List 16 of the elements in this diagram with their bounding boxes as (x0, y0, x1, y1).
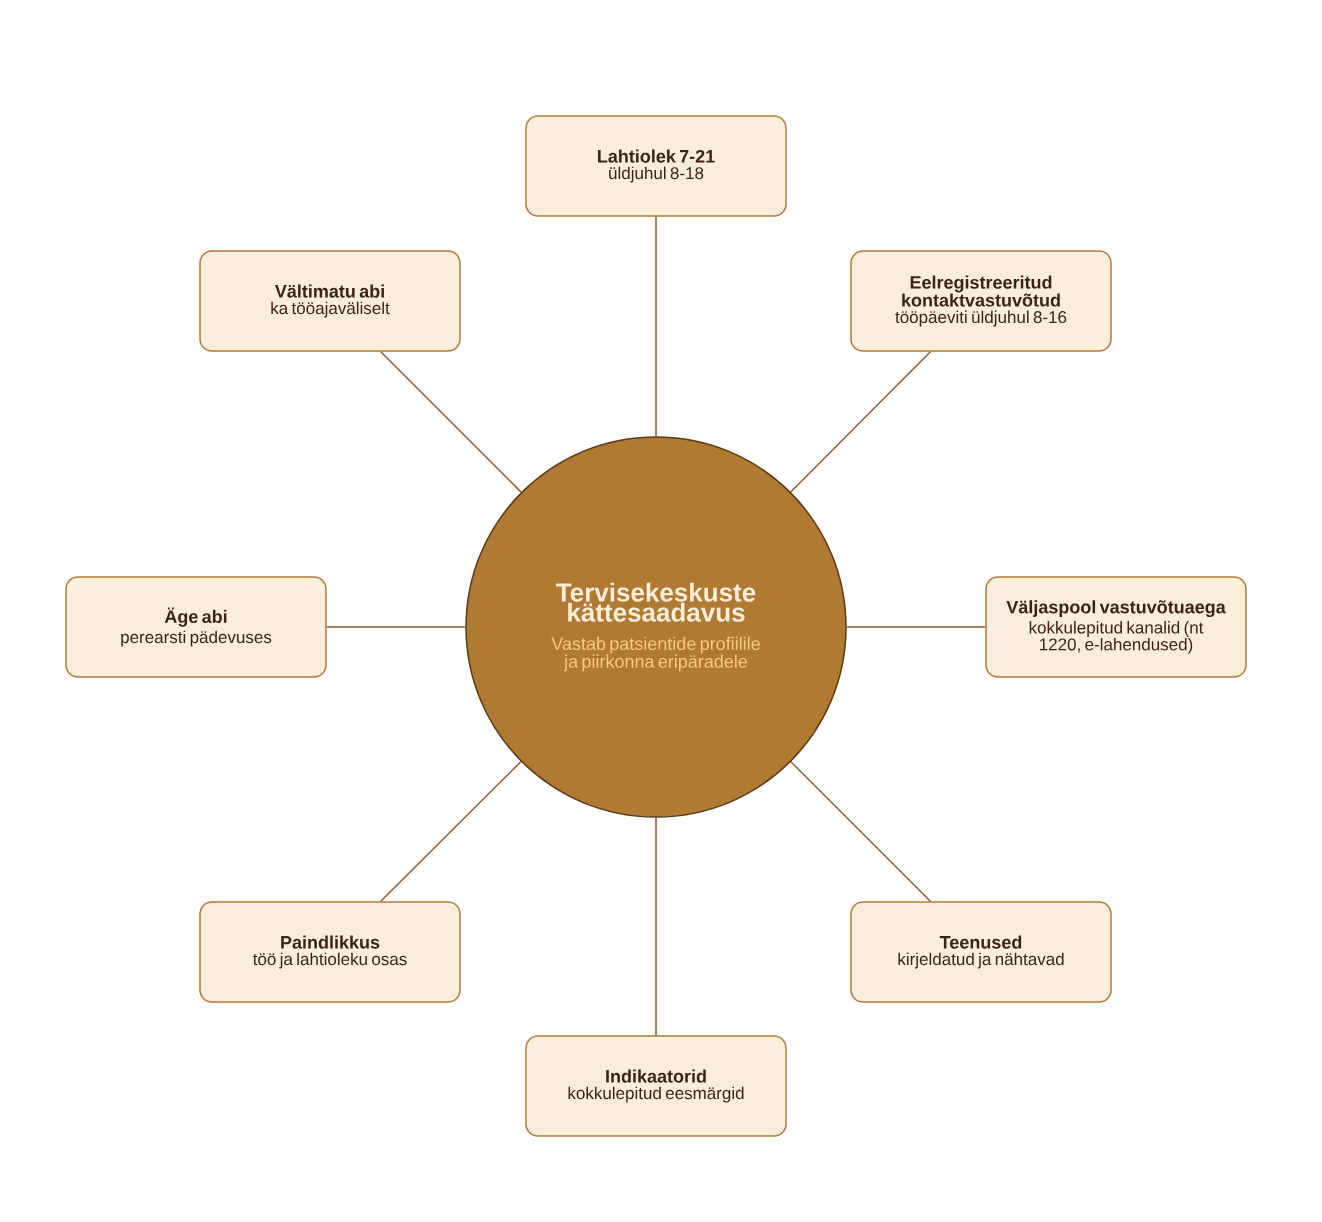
rounded-box: Paindlikkus töö ja lahtioleku osas (199, 901, 461, 1003)
connector-line (655, 216, 657, 437)
rounded-box: Vältimatu abi ka tööajaväliselt (199, 250, 461, 352)
rounded-box: Eelregistreeritud kontaktvastuvõtud tööpäeviti üldjuhul 8-16 (850, 250, 1112, 352)
connector-line (326, 626, 466, 628)
rounded-box: Äge abi perearsti pädevuses (65, 576, 327, 678)
rounded-box: Teenused kirjeldatud ja nähtavad (850, 901, 1112, 1003)
connector-line (789, 351, 932, 493)
connector-line (380, 760, 522, 902)
rounded-box: Väljaspool vastuvõtuaega kokkulepitud kanalid (nt 1220, e-lahendused) (985, 576, 1247, 678)
rounded-box: Lahtiolek 7-21 üldjuhul 8-18 (525, 115, 787, 217)
connector-line (846, 626, 986, 628)
connector-line (380, 351, 522, 493)
connector-line (790, 761, 932, 902)
connector-line (655, 817, 657, 1036)
rounded-box: Indikaatorid kokkulepitud eesmärgid (525, 1035, 787, 1137)
